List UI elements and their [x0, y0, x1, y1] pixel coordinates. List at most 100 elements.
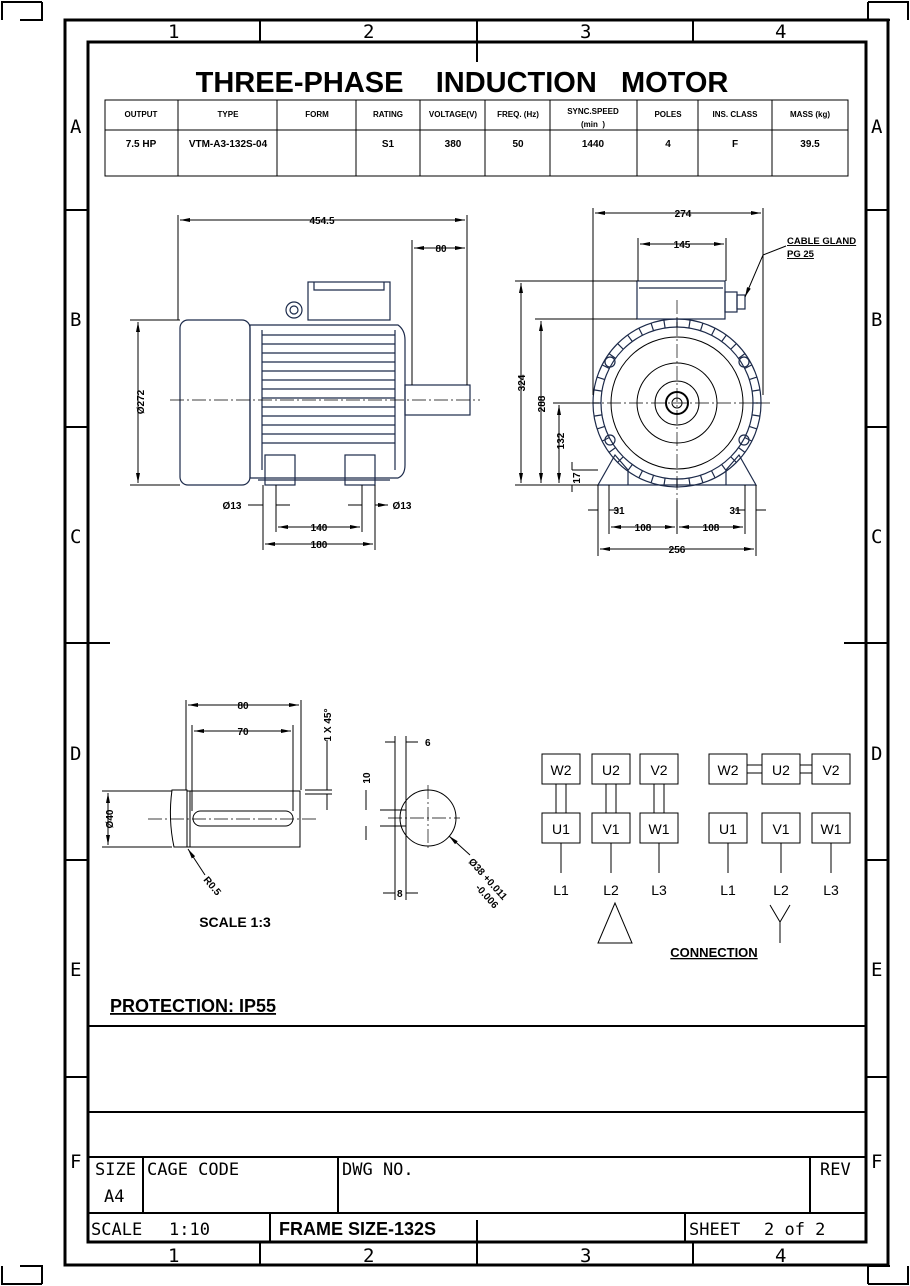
grid-row-e-right: E: [871, 959, 882, 981]
terminal-box-top: [541, 753, 581, 785]
table-header: MASS (kg): [790, 110, 830, 119]
dim-terminal-box-width: 145: [674, 240, 691, 251]
scale-value: 1:10: [169, 1220, 210, 1240]
cooling-fin: [593, 389, 603, 392]
jumper-link: [605, 784, 617, 813]
table-header: VOLTAGE(V): [429, 110, 477, 119]
grid-row-a-right: A: [871, 116, 883, 138]
grid-col-3-bottom: 3: [580, 1245, 591, 1267]
grid-row-c-left: C: [70, 526, 81, 548]
star-link: [747, 764, 812, 774]
grid-row-a-left: A: [70, 116, 82, 138]
grid-row-b-left: B: [70, 309, 81, 331]
cooling-fin: [730, 456, 737, 463]
dim-overall-length: 454.5: [309, 216, 334, 227]
terminal-label: V1: [602, 821, 619, 837]
sheet-label: SHEET: [689, 1220, 740, 1240]
scale-label-detail: SCALE 1:3: [199, 914, 271, 930]
dim-key-length: 70: [237, 727, 249, 738]
terminal-label: V1: [772, 821, 789, 837]
dwg-no-label: DWG NO.: [342, 1160, 414, 1180]
frame-size: FRAME SIZE-132S: [279, 1219, 436, 1239]
dim-fillet: R0.5: [201, 875, 223, 899]
line-label: L2: [603, 882, 619, 898]
line-label: L3: [651, 882, 667, 898]
table-cell: 4: [665, 139, 671, 150]
cooling-fin: [650, 322, 655, 331]
table-cell: 380: [445, 139, 462, 150]
line-label: L1: [720, 882, 736, 898]
grid-row-f-left: F: [70, 1151, 81, 1173]
terminal-box-top: [811, 753, 851, 785]
dim-shaft-length: 80: [435, 244, 447, 255]
dim-foot-thickness: 17: [572, 472, 583, 484]
cooling-fin: [710, 327, 716, 336]
terminal-label: U1: [719, 821, 737, 837]
terminal-label: V2: [650, 762, 667, 778]
grid-row-f-right: F: [871, 1151, 882, 1173]
table-header: INS. CLASS: [713, 110, 759, 119]
terminal-box-top: [708, 753, 748, 785]
cooling-fin: [699, 322, 704, 331]
terminal-label: W2: [551, 762, 572, 778]
title-block: SIZE A4 CAGE CODE DWG NO. REV SCALE 1:10…: [88, 1025, 866, 1242]
cooling-fin: [710, 470, 716, 479]
dim-foot-hole-left: Ø13: [223, 501, 242, 512]
dim-key-depth: 8: [397, 889, 403, 900]
table-header: SYNC.SPEED: [567, 107, 619, 116]
cooling-fin: [699, 475, 704, 484]
cooling-fin: [593, 414, 603, 417]
dim-shaft-dia: Ø40: [105, 809, 116, 828]
terminal-box-top: [591, 753, 631, 785]
star-symbol: [769, 904, 791, 943]
cooling-fin: [744, 364, 753, 370]
table-header: POLES: [654, 110, 682, 119]
table-header: RATING: [373, 110, 403, 119]
dim-foot-hole-right: Ø13: [393, 501, 412, 512]
table-cell: VTM-A3-132S-04: [189, 139, 268, 150]
grid-row-d-right: D: [871, 743, 882, 765]
motor-side-view: 274 145 CABLE GLAND PG 25 324 288 132 17…: [515, 208, 856, 556]
grid-col-2-top: 2: [363, 21, 374, 43]
cooling-fin: [721, 334, 727, 342]
cooling-fin: [617, 456, 624, 463]
cooling-fin: [751, 414, 761, 417]
line-label: L3: [823, 882, 839, 898]
dim-frame-top-height: 288: [537, 395, 548, 412]
table-cell: 7.5 HP: [126, 139, 157, 150]
connection-label: CONNECTION: [670, 945, 757, 960]
dim-key-height: 10: [362, 772, 373, 784]
table-header: OUTPUT: [125, 110, 158, 119]
shaft-detail: 80 70 1 X 45° Ø40 R0.5 SCALE 1:3 6 10 8 …: [102, 700, 509, 930]
size-value: A4: [104, 1187, 124, 1207]
grid-row-c-right: C: [871, 526, 882, 548]
terminal-label: W1: [649, 821, 670, 837]
cooling-fin: [601, 364, 610, 370]
jumper-link: [555, 784, 567, 813]
cooling-fin: [749, 425, 758, 430]
protection-label: PROTECTION: IP55: [110, 996, 276, 1016]
dim-foot-width-left: 31: [613, 506, 625, 517]
dim-key-width: 6: [425, 738, 431, 749]
terminal-label: V2: [822, 762, 839, 778]
cooling-fin: [730, 343, 737, 350]
scale-label: SCALE: [91, 1220, 142, 1240]
line-label: L1: [553, 882, 569, 898]
cable-gland-size: PG 25: [787, 249, 815, 260]
terminal-label: W2: [718, 762, 739, 778]
table-cell: F: [732, 139, 738, 150]
delta-symbol: [597, 901, 633, 944]
jumper-link: [653, 784, 665, 813]
motor-front-view: 454.5 80 Ø272 Ø13 Ø13 140 180: [130, 215, 480, 551]
grid-col-3-top: 3: [580, 21, 591, 43]
grid-row-e-left: E: [70, 959, 81, 981]
rev-label: REV: [820, 1160, 851, 1180]
table-cell: 39.5: [800, 139, 820, 150]
cage-code-label: CAGE CODE: [147, 1160, 239, 1180]
cooling-fin: [596, 376, 605, 381]
cooling-fin: [617, 343, 624, 350]
cooling-fin: [627, 334, 633, 342]
